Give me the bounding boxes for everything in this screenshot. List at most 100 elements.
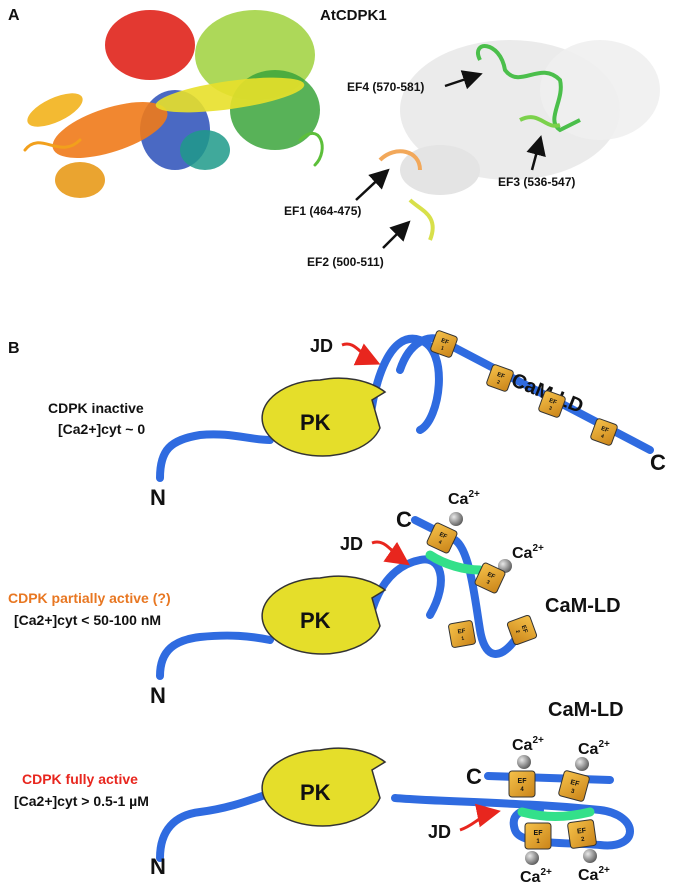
ef-hand-3: EF 3	[538, 390, 566, 418]
ef4-arrow	[444, 70, 483, 90]
svg-text:1: 1	[536, 839, 540, 845]
camld-label-2: CaM-LD	[545, 595, 621, 617]
c-terminus: C	[650, 450, 666, 475]
svg-text:EF: EF	[518, 778, 528, 785]
ca-ion-3a	[517, 755, 531, 769]
ef2-hand-1: EF 1	[448, 620, 476, 648]
chain3-n	[156, 791, 269, 862]
svg-text:EF: EF	[548, 398, 558, 406]
state1-ca-text: [Ca2+]cyt ~ 0	[58, 421, 145, 437]
ghost-structure-ef-hands	[378, 40, 660, 241]
svg-text:1: 1	[461, 636, 465, 642]
ef2-hand-2: EF 2	[506, 614, 538, 646]
svg-text:EF: EF	[569, 779, 580, 788]
state-full: CDPK fully active [Ca2+]cyt > 0.5-1 µM C…	[14, 699, 634, 886]
linker3	[517, 807, 595, 821]
ef2-hand-4: EF 4	[426, 522, 458, 554]
n-terminus-2: N	[150, 683, 166, 708]
ca-ion-2b	[498, 559, 512, 573]
ef-hand-4: EF 4	[590, 418, 618, 446]
ca-ion-3c	[525, 851, 539, 865]
state1-ca: [Ca2+]cyt ~ 0	[58, 421, 145, 437]
pk-label-3: PK	[300, 780, 331, 805]
state2-name: CDPK partially active (?)	[8, 590, 171, 606]
jd-label-2: JD	[340, 534, 363, 554]
c-terminus-2: C	[396, 507, 412, 532]
chain3-loop	[391, 794, 634, 850]
ef2-hand-3: EF 3	[474, 562, 506, 594]
pk-domain	[261, 377, 387, 457]
svg-text:EF: EF	[438, 532, 448, 541]
ef1-arrow	[355, 168, 390, 201]
svg-text:EF: EF	[577, 827, 588, 835]
ca-label-2a: Ca2+	[448, 489, 480, 508]
ca-label-3c: Ca2+	[520, 867, 552, 886]
ef-hand-2: EF 2	[486, 364, 514, 392]
svg-text:2: 2	[514, 629, 521, 634]
ef3-hand-2: EF 2	[567, 819, 597, 849]
ef2-arrow	[382, 220, 411, 249]
ca-ion-2a	[449, 512, 463, 526]
protein-title: AtCDPK1	[320, 7, 387, 24]
c-terminus-3: C	[466, 764, 482, 789]
svg-text:3: 3	[570, 788, 575, 795]
jd-arrow-2	[371, 540, 410, 566]
camld-label-3: CaM-LD	[548, 699, 624, 721]
chain3-camld	[484, 772, 614, 784]
chain-n-terminal	[156, 430, 274, 482]
svg-text:3: 3	[485, 579, 490, 586]
n-terminus-3: N	[150, 854, 166, 879]
ca-label-3b: Ca2+	[578, 739, 610, 758]
ef3-label: EF3 (536-547)	[498, 175, 575, 189]
n-terminus: N	[150, 485, 166, 510]
svg-text:3: 3	[548, 405, 553, 412]
ef3-hand-4: EF 4	[508, 770, 536, 798]
panel-b-letter: B	[8, 340, 20, 357]
svg-text:EF: EF	[496, 372, 506, 380]
linker2	[425, 550, 485, 575]
svg-text:2: 2	[581, 837, 586, 843]
ca-label-2b: Ca2+	[512, 543, 544, 562]
state-inactive: CDPK inactive [Ca2+]cyt ~ 0 PK N C JD Ca…	[48, 330, 666, 510]
svg-text:EF: EF	[457, 628, 466, 635]
panel-a-letter: A	[8, 7, 20, 24]
ef4-label: EF4 (570-581)	[347, 80, 424, 94]
svg-text:4: 4	[600, 433, 605, 440]
ca-label-3a: Ca2+	[512, 735, 544, 754]
jd-label: JD	[310, 336, 333, 356]
ef2-label: EF2 (500-511)	[307, 255, 384, 269]
state1-name: CDPK inactive	[48, 400, 144, 416]
svg-text:EF: EF	[486, 572, 496, 581]
state3-name: CDPK fully active	[22, 771, 138, 787]
jd-arrow-3	[459, 803, 501, 832]
ef3-arrow	[526, 135, 546, 171]
svg-text:4: 4	[520, 787, 524, 793]
chain2-camld	[411, 516, 519, 658]
ef1-label: EF1 (464-475)	[284, 204, 361, 218]
ef3-hand-1: EF 1	[524, 822, 552, 850]
jd-label-3: JD	[428, 822, 451, 842]
state2-ca: [Ca2+]cyt < 50-100 nM	[14, 612, 161, 628]
state-partial: CDPK partially active (?) [Ca2+]cyt < 50…	[8, 489, 621, 708]
jd-arrow	[341, 342, 381, 366]
state3-ca: [Ca2+]cyt > 0.5-1 µM	[14, 793, 149, 809]
pk-label: PK	[300, 410, 331, 435]
svg-text:4: 4	[437, 539, 442, 546]
ef3-hand-3: EF 3	[558, 770, 590, 802]
chain2-n	[156, 631, 274, 680]
ca-ion-3b	[575, 757, 589, 771]
svg-text:1: 1	[440, 345, 445, 352]
pk-domain-2	[261, 575, 387, 655]
svg-text:2: 2	[496, 379, 501, 386]
svg-text:EF: EF	[520, 625, 528, 635]
ef-hand-1: EF 1	[430, 330, 458, 358]
svg-text:EF: EF	[600, 426, 610, 434]
svg-text:EF: EF	[440, 338, 450, 346]
pk-label-2: PK	[300, 608, 331, 633]
svg-text:EF: EF	[534, 830, 544, 837]
rainbow-ribbon-structure	[23, 10, 324, 198]
pk-domain-3	[261, 747, 387, 827]
ca-ion-3d	[583, 849, 597, 863]
ca-label-3d: Ca2+	[578, 865, 610, 884]
